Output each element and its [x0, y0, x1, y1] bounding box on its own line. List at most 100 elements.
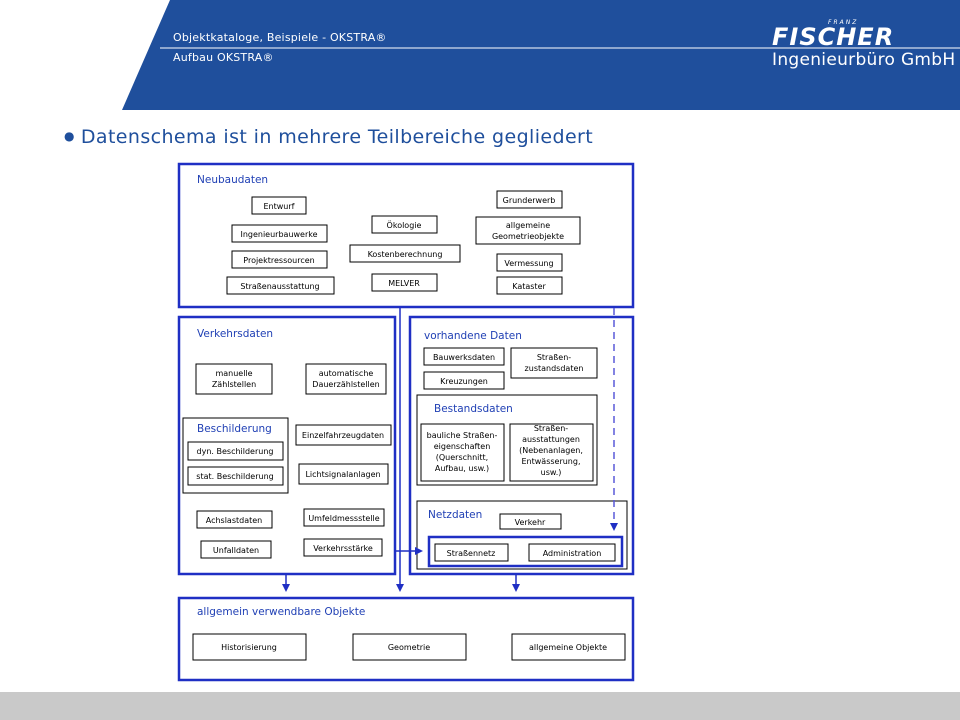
svg-text:Vermessung: Vermessung [504, 259, 553, 268]
svg-text:Kreuzungen: Kreuzungen [440, 377, 488, 386]
bullet-point: ●Datenschema ist in mehrere Teilbereiche… [64, 126, 593, 148]
section-vorhandene-daten-frame [408, 315, 635, 576]
svg-text:Administration: Administration [543, 549, 602, 558]
box-umfeldmessstelle: Umfeldmessstelle [303, 508, 385, 527]
box-bauwerksdaten: Bauwerksdaten [423, 347, 505, 366]
svg-text:Zählstellen: Zählstellen [212, 380, 256, 389]
box-verkehr: Verkehr [499, 513, 562, 530]
svg-text:Projektressourcen: Projektressourcen [243, 256, 314, 265]
svg-text:MELVER: MELVER [388, 279, 420, 288]
svg-text:Aufbau, usw.): Aufbau, usw.) [435, 464, 489, 473]
section-verkehrsdaten-title: Verkehrsdaten [197, 328, 273, 340]
header-title-line1: Objektkataloge, Beispiele - OKSTRA® [173, 31, 387, 44]
section-neubaudaten-frame [177, 162, 635, 309]
box-grunderwerb: Grunderwerb [496, 190, 563, 209]
section-netzdaten: Netzdaten Verkehr Straßennetz Administra… [416, 500, 628, 570]
box-kataster: Kataster [496, 276, 563, 295]
section-netzdaten-title: Netzdaten [428, 509, 482, 521]
svg-text:Straßen-: Straßen- [537, 353, 571, 362]
svg-text:Verkehrsstärke: Verkehrsstärke [313, 544, 373, 553]
box-historisierung: Historisierung [192, 633, 307, 661]
svg-text:usw.): usw.) [541, 468, 562, 477]
box-administration: Administration [528, 543, 616, 562]
box-strassenzustandsdaten: Straßen-zustandsdaten [510, 347, 598, 379]
header-banner: Objektkataloge, Beispiele - OKSTRA® Aufb… [0, 0, 960, 110]
section-beschilderung-title: Beschilderung [197, 423, 272, 435]
box-bauliche-strasseneigenschaften: bauliche Straßen- eigenschaften (Quersch… [420, 423, 505, 482]
svg-text:Unfalldaten: Unfalldaten [213, 546, 259, 555]
box-einzelfahrzeugdaten: Einzelfahrzeugdaten [295, 424, 392, 446]
svg-text:Historisierung: Historisierung [221, 643, 277, 652]
box-allgemeine-objekte: allgemeine Objekte [511, 633, 626, 661]
svg-text:Grunderwerb: Grunderwerb [503, 196, 556, 205]
box-strassenausstattung: Straßenausstattung [226, 276, 335, 295]
box-vermessung: Vermessung [496, 253, 563, 272]
header-blue-band [122, 0, 960, 110]
svg-text:(Querschnitt,: (Querschnitt, [436, 453, 488, 462]
box-entwurf: Entwurf [251, 196, 307, 215]
svg-text:Geometrie: Geometrie [388, 643, 430, 652]
box-achslastdaten: Achslastdaten [196, 510, 273, 529]
svg-text:Straßenausstattung: Straßenausstattung [240, 282, 319, 291]
svg-text:Achslastdaten: Achslastdaten [206, 516, 263, 525]
header-white-wedge [0, 0, 170, 110]
brand-logo: FRANZ FISCHER [772, 19, 894, 48]
svg-text:stat. Beschilderung: stat. Beschilderung [196, 472, 273, 481]
svg-text:Kataster: Kataster [512, 282, 546, 291]
svg-text:automatische: automatische [319, 369, 374, 378]
svg-text:ausstattungen: ausstattungen [522, 435, 580, 444]
section-bestandsdaten-title: Bestandsdaten [434, 403, 513, 415]
svg-text:bauliche Straßen-: bauliche Straßen- [427, 431, 498, 440]
bullet-dot-icon: ● [64, 129, 75, 143]
box-dyn-beschilderung: dyn. Beschilderung [187, 441, 284, 461]
section-neubaudaten: Neubaudaten Entwurf Ingenieurbauwerke Pr… [177, 162, 635, 309]
box-unfalldaten: Unfalldaten [200, 540, 272, 559]
svg-text:Kostenberechnung: Kostenberechnung [368, 250, 443, 259]
header-background [0, 0, 960, 110]
brand-name-text: FISCHER [772, 23, 894, 48]
svg-text:Ingenieurbauwerke: Ingenieurbauwerke [240, 230, 317, 239]
netz-highlight-frame [427, 535, 624, 568]
svg-text:Dauerzählstellen: Dauerzählstellen [312, 380, 379, 389]
section-allgemein-title: allgemein verwendbare Objekte [197, 606, 365, 618]
box-oekologie: Ökologie [371, 215, 438, 234]
box-kreuzungen: Kreuzungen [423, 371, 505, 390]
svg-text:Geometrieobjekte: Geometrieobjekte [492, 232, 564, 241]
section-allgemein-verwendbare-objekte: allgemein verwendbare Objekte Historisie… [177, 596, 635, 682]
svg-text:zustandsdaten: zustandsdaten [525, 364, 584, 373]
svg-text:Ökologie: Ökologie [387, 220, 422, 230]
box-strassenausstattungen: Straßen- ausstattungen (Nebenanlagen, En… [509, 423, 594, 482]
box-stat-beschilderung: stat. Beschilderung [187, 466, 284, 486]
connectors [282, 308, 618, 592]
svg-text:(Nebenanlagen,: (Nebenanlagen, [519, 446, 583, 455]
svg-text:Lichtsignalanlagen: Lichtsignalanlagen [305, 470, 380, 479]
section-beschilderung: Beschilderung dyn. Beschilderung stat. B… [182, 417, 289, 494]
footer-bar [0, 692, 960, 720]
section-allgemein-frame [177, 596, 635, 682]
section-verkehrsdaten-frame [177, 315, 397, 576]
section-vorhandene-daten: vorhandene Daten Bauwerksdaten Kreuzunge… [408, 315, 635, 576]
svg-text:allgemeine Objekte: allgemeine Objekte [529, 643, 607, 652]
svg-text:eigenschaften: eigenschaften [434, 442, 491, 451]
box-melver: MELVER [371, 273, 438, 292]
svg-text:dyn. Beschilderung: dyn. Beschilderung [197, 447, 274, 456]
svg-text:Straßennetz: Straßennetz [447, 549, 496, 558]
box-ingenieurbauwerke: Ingenieurbauwerke [231, 224, 328, 243]
brand-subtitle: Ingenieurbüro GmbH [772, 50, 956, 70]
svg-text:Straßen-: Straßen- [534, 424, 568, 433]
box-kostenberechnung: Kostenberechnung [349, 244, 461, 263]
header-title-line2: Aufbau OKSTRA® [173, 51, 274, 64]
svg-text:Umfeldmessstelle: Umfeldmessstelle [308, 514, 379, 523]
svg-text:Bauwerksdaten: Bauwerksdaten [433, 353, 495, 362]
brand-small-text: FRANZ [828, 19, 858, 26]
box-lichtsignalanlagen: Lichtsignalanlagen [298, 463, 389, 485]
box-strassennetz: Straßennetz [434, 543, 509, 562]
svg-text:manuelle: manuelle [215, 369, 252, 378]
box-projektressourcen: Projektressourcen [231, 250, 328, 269]
svg-text:Entwässerung,: Entwässerung, [521, 457, 580, 466]
